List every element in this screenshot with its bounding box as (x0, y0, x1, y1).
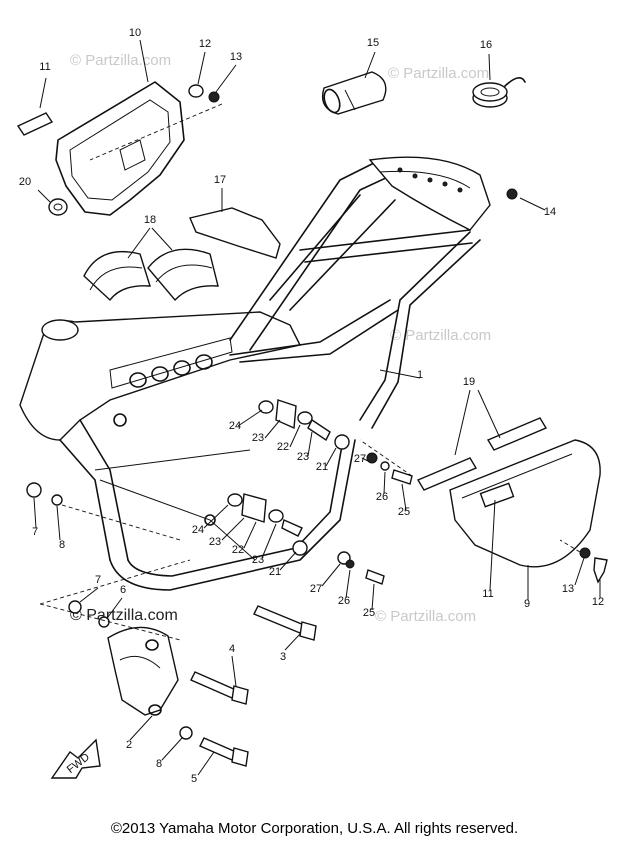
watermark: © Partzilla.com (390, 327, 491, 344)
callout-c-9: 9 (524, 598, 530, 610)
callout-c-2: 2 (126, 739, 132, 751)
callout-c-7-a: 7 (32, 526, 38, 538)
fwd-arrow-icon: FWD (50, 738, 101, 779)
part-9-side-cover (449, 439, 601, 600)
callout-c-26-b: 26 (338, 595, 350, 607)
part-18-straps (83, 227, 219, 302)
part-10-side-cover (55, 39, 185, 216)
upper-mount-stack (237, 399, 413, 511)
part-2-bracket (39, 559, 191, 741)
callout-c-25-a: 25 (398, 506, 410, 518)
callout-c-15: 15 (367, 37, 379, 49)
part-4-bolt (190, 655, 249, 705)
callout-c-23-c: 23 (209, 536, 221, 548)
callout-c-26-a: 26 (376, 491, 388, 503)
part-17-plate (189, 188, 281, 259)
copyright-notice: ©2013 Yamaha Motor Corporation, U.S.A. A… (110, 820, 519, 837)
callout-c-11-bot: 11 (482, 588, 493, 600)
callout-c-5: 5 (191, 773, 197, 785)
callout-c-21-b: 21 (269, 566, 281, 578)
callout-c-4: 4 (229, 643, 235, 655)
callout-c-22-b: 22 (232, 544, 244, 556)
callout-c-17: 17 (214, 174, 226, 186)
callout-c-13-top: 13 (230, 51, 242, 63)
watermark: © Partzilla.com (375, 608, 476, 625)
part-15-tube (321, 51, 387, 115)
part-8-5-lower (161, 726, 249, 776)
callout-c-23-d: 23 (252, 554, 264, 566)
part-3-bolt (253, 605, 317, 651)
callout-c-7-b: 7 (95, 574, 101, 586)
watermark: © Partzilla.com (388, 65, 489, 82)
callout-c-23-a: 23 (252, 432, 264, 444)
callout-c-12-top: 12 (199, 38, 211, 50)
callout-c-10-top: 10 (129, 27, 141, 39)
callout-c-3: 3 (280, 651, 286, 663)
callout-c-23-b: 23 (297, 451, 309, 463)
part-16-clamp (472, 53, 526, 108)
callout-c-13-bot: 13 (562, 583, 574, 595)
callout-c-24-b: 24 (192, 524, 204, 536)
callout-c-8-b: 8 (156, 758, 162, 770)
callout-c-24-a: 24 (229, 420, 241, 432)
part-11-label-top (16, 77, 54, 136)
callout-c-6: 6 (120, 584, 126, 596)
callout-c-19: 19 (463, 376, 475, 388)
callout-c-1: 1 (417, 369, 423, 381)
callout-c-27-a: 27 (354, 453, 366, 465)
callout-c-16: 16 (480, 39, 492, 51)
callout-c-25-b: 25 (363, 607, 375, 619)
part-1-frame (19, 156, 491, 591)
part-14 (506, 188, 546, 211)
watermark-dark: © Partzilla.com (70, 607, 178, 624)
part-7-8-left (26, 482, 181, 541)
callout-c-21-a: 21 (316, 461, 328, 473)
part-12-13-top (89, 51, 237, 161)
part-12-13-right (559, 539, 608, 598)
callout-c-8-a: 8 (59, 539, 65, 551)
frame-exploded-diagram: © Partzilla.com © Partzilla.com © Partzi… (16, 27, 608, 785)
callout-c-27-b: 27 (310, 583, 322, 595)
lower-mount-stack (203, 493, 385, 611)
callout-c-18: 18 (144, 214, 156, 226)
callout-c-14: 14 (544, 206, 556, 218)
callout-c-12-bot: 12 (592, 596, 604, 608)
watermark: © Partzilla.com (70, 52, 171, 69)
part-19-strips (359, 389, 548, 491)
part-20-grommet (37, 189, 68, 216)
callout-c-20: 20 (19, 176, 31, 188)
callout-c-11-top: 11 (39, 61, 50, 73)
callout-c-22-a: 22 (277, 441, 289, 453)
